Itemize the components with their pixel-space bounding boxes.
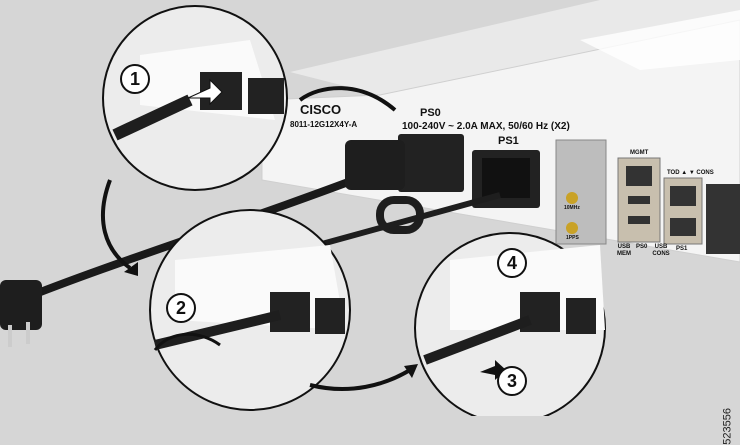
callout-3: 3 [497, 366, 527, 396]
power-rating-label: 100-240V ~ 2.0A MAX, 50/60 Hz (X2) [402, 121, 570, 132]
callout-2: 2 [166, 293, 196, 323]
detail-circle-step-1 [102, 5, 288, 191]
arrow-to-step-2 [101, 179, 132, 270]
tod-cons-label: TOD ▲ ▼ CONS [667, 170, 714, 176]
cisco-logo: CISCO [300, 102, 342, 117]
figure-number: 523556 [722, 408, 734, 445]
usb-mem-label: USB MEM [617, 244, 631, 257]
power-plug [345, 140, 405, 190]
1pps-connector [566, 222, 578, 234]
arrow-to-step-1 [298, 86, 397, 112]
callout-1: 1 [120, 64, 150, 94]
usb-cons-label: USB CONS [652, 244, 670, 257]
chassis-top [290, 0, 740, 95]
callout-4: 4 [497, 248, 527, 278]
sfp-ports [706, 184, 740, 254]
10mhz-connector [566, 192, 578, 204]
wall-plug [0, 280, 42, 330]
ps1-led-label: PS1 [676, 246, 688, 252]
ps1-label: PS1 [498, 135, 519, 147]
ps0-label: PS0 [420, 107, 441, 119]
mgmt-label: MGMT [630, 150, 649, 156]
detail-circle-steps-3-4 [414, 232, 606, 416]
timing-module [555, 139, 607, 245]
illustration [0, 0, 740, 416]
ps0-inlet [398, 134, 464, 192]
model-label: 8011-12G12X4Y-A [290, 120, 358, 129]
detail-circle-step-2 [149, 209, 351, 411]
arrow-to-step-3 [309, 368, 412, 392]
ps0-led-label: PS0 [636, 244, 648, 250]
1pps-label: 1PPS [566, 235, 579, 241]
10mhz-label: 10MHz [564, 205, 580, 211]
